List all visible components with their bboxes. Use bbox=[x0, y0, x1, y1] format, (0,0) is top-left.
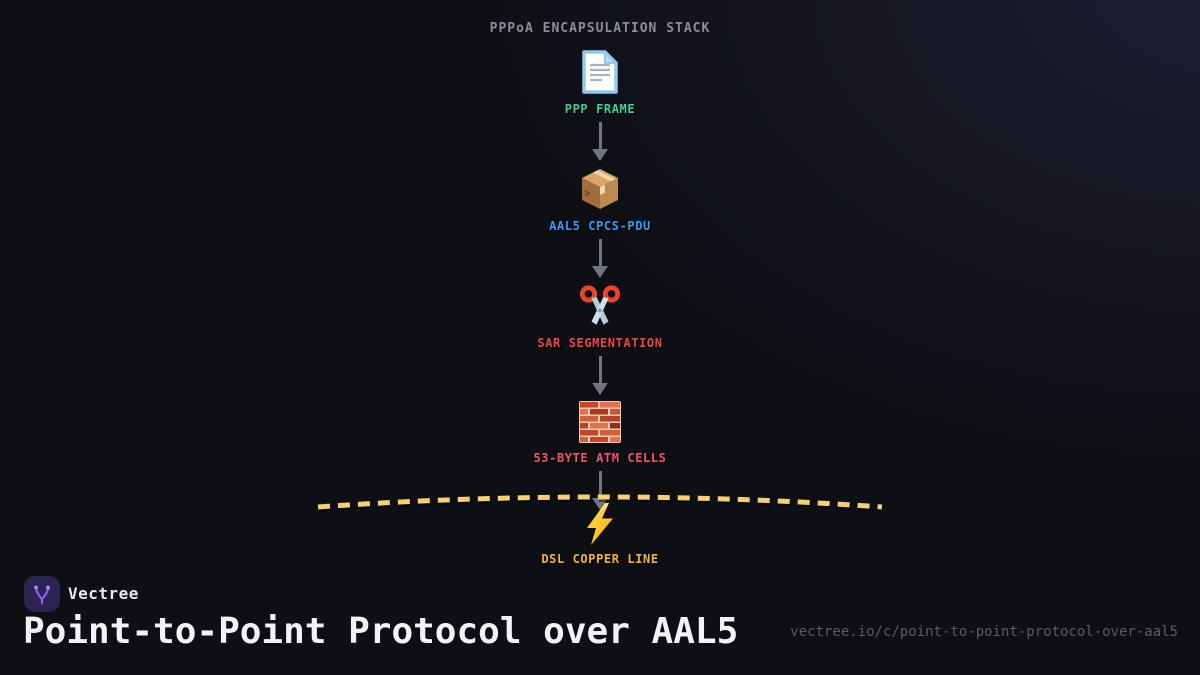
node-ppp-frame: PPP FRAME bbox=[565, 50, 635, 116]
node-label: SAR SEGMENTATION bbox=[537, 336, 663, 350]
node-label: DSL COPPER LINE bbox=[541, 552, 659, 566]
down-arrow-icon bbox=[592, 356, 608, 395]
diagram-title: PPPoA ENCAPSULATION STACK bbox=[489, 21, 711, 36]
node-label: AAL5 CPCS-PDU bbox=[549, 219, 651, 233]
document-icon bbox=[581, 50, 619, 98]
vectree-logo-icon bbox=[24, 576, 60, 612]
dashed-copper-line bbox=[308, 489, 892, 519]
brick-wall-icon bbox=[579, 401, 621, 447]
scissors-icon bbox=[578, 284, 622, 332]
page-url: vectree.io/c/point-to-point-protocol-ove… bbox=[790, 624, 1178, 640]
down-arrow-icon bbox=[592, 122, 608, 161]
brand-name: Vectree bbox=[68, 584, 139, 603]
down-arrow-icon bbox=[592, 239, 608, 278]
node-sar-segmentation: SAR SEGMENTATION bbox=[537, 284, 662, 350]
node-aal5-cpcs-pdu: AAL5 CPCS-PDU bbox=[549, 167, 651, 233]
node-atm-cells: 53-BYTE ATM CELLS bbox=[533, 401, 666, 465]
page-title: Point-to-Point Protocol over AAL5 bbox=[23, 611, 739, 652]
package-icon bbox=[578, 167, 622, 215]
node-label: 53-BYTE ATM CELLS bbox=[533, 451, 667, 465]
encapsulation-stack: PPP FRAME AAL5 CPCS-PDU bbox=[0, 50, 1200, 516]
lightning-icon bbox=[580, 502, 620, 550]
node-label: PPP FRAME bbox=[564, 102, 636, 116]
node-dsl-copper-line: DSL COPPER LINE bbox=[0, 502, 1200, 566]
